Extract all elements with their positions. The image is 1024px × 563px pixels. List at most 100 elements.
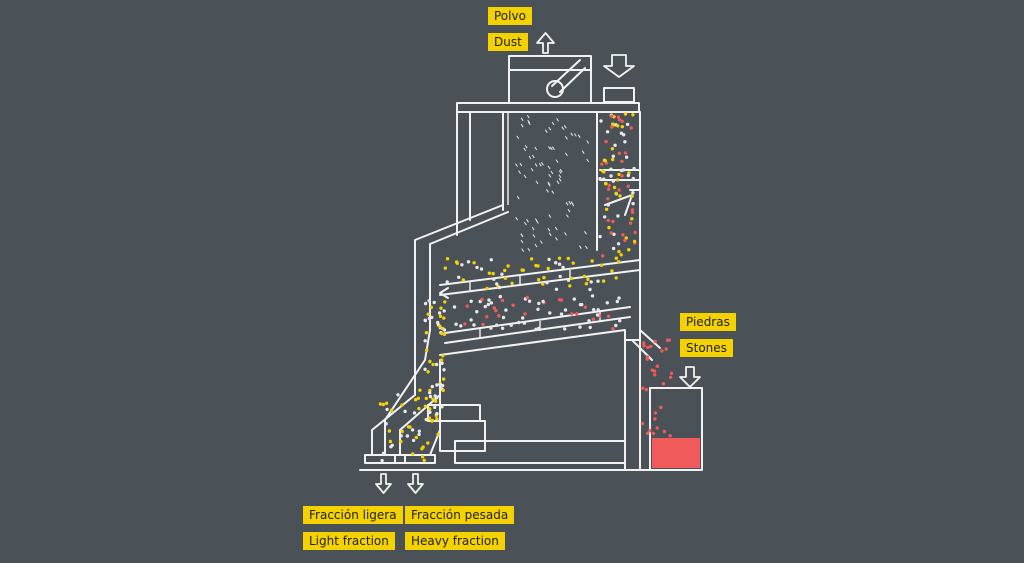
- grain-dot: [612, 232, 616, 236]
- dust-particle: [548, 232, 552, 237]
- grain-dot: [417, 406, 421, 411]
- grain-dot: [494, 308, 498, 313]
- grain-dot: [607, 183, 611, 188]
- grain-dot: [557, 262, 562, 266]
- grain-dot: [661, 382, 666, 386]
- dust-particle: [581, 150, 585, 154]
- grain-dot: [418, 388, 422, 392]
- grain-dot: [438, 382, 442, 387]
- grain-dot: [625, 122, 630, 127]
- grain-dot: [422, 458, 426, 462]
- dust-particle: [564, 152, 568, 157]
- grain-dot: [529, 257, 534, 261]
- grain-dot: [632, 239, 637, 244]
- grain-dot: [623, 140, 627, 144]
- grain-dot: [380, 458, 384, 463]
- grain-dot: [523, 312, 527, 316]
- grain-dot: [614, 276, 618, 280]
- grain-dot: [548, 311, 552, 315]
- grain-dot: [517, 320, 521, 325]
- grain-dot: [566, 278, 571, 282]
- grain-dot: [387, 429, 392, 433]
- dust-particle: [570, 201, 574, 205]
- grain-dot: [605, 130, 610, 134]
- dust-particle: [586, 158, 590, 163]
- grain-dot: [396, 393, 400, 397]
- grain-dot: [570, 312, 574, 316]
- dust-particle: [539, 240, 543, 244]
- dust-particle: [555, 159, 559, 163]
- dust-particle: [548, 126, 552, 131]
- grain-dot: [557, 256, 562, 260]
- grain-dot: [441, 377, 446, 381]
- grain-dot: [413, 398, 418, 402]
- grain-dot: [619, 131, 624, 135]
- dust-particle: [551, 190, 555, 194]
- grain-dot: [414, 435, 419, 440]
- grain-dot: [423, 339, 427, 343]
- grain-dot: [430, 419, 434, 423]
- grain-dot: [506, 264, 510, 268]
- arrow-down-icon: [407, 473, 424, 494]
- grain-dot: [668, 434, 672, 438]
- grain-particles: [378, 112, 674, 463]
- dust-particle: [561, 126, 565, 130]
- grain-dot: [400, 429, 404, 434]
- grain-dot: [610, 269, 614, 273]
- dust-particle: [570, 132, 574, 137]
- grain-dot: [631, 176, 635, 181]
- grain-dot: [607, 187, 611, 191]
- grain-dot: [645, 355, 650, 359]
- grain-dot: [611, 246, 616, 251]
- grain-dot: [609, 114, 614, 119]
- grain-dot: [606, 197, 610, 201]
- grain-dot: [511, 303, 515, 307]
- heavy-fraction-label-en: Heavy fraction: [405, 532, 505, 550]
- grain-dot: [489, 326, 493, 330]
- grain-dot: [412, 411, 417, 415]
- dust-particle: [565, 214, 569, 218]
- grain-dot: [503, 276, 508, 280]
- grain-dot: [601, 254, 605, 258]
- grain-dot: [607, 225, 611, 230]
- grain-dot: [592, 308, 596, 312]
- grain-dot: [469, 318, 473, 322]
- grain-dot: [587, 319, 591, 323]
- grain-dot: [500, 326, 505, 330]
- dust-particle: [564, 136, 568, 140]
- grain-dot: [442, 368, 446, 372]
- grain-dot: [596, 279, 600, 283]
- grain-dot: [428, 407, 432, 411]
- grain-dot: [646, 345, 650, 350]
- grain-dot: [611, 154, 615, 158]
- grain-dot: [521, 316, 525, 320]
- dust-particle: [577, 134, 581, 138]
- grain-dot: [659, 405, 663, 410]
- grain-dot: [389, 445, 393, 449]
- grain-dot: [554, 261, 558, 265]
- grain-dot: [486, 302, 490, 307]
- grain-dot: [440, 405, 444, 409]
- grain-dot: [411, 438, 416, 443]
- grain-dot: [442, 328, 447, 332]
- grain-dot: [509, 323, 513, 327]
- arrow-down-icon: [603, 54, 635, 78]
- grain-dot: [442, 309, 446, 313]
- grain-dot: [492, 306, 496, 310]
- grain-dot: [492, 277, 496, 281]
- grain-dot: [602, 177, 606, 181]
- grain-dot: [630, 194, 634, 198]
- grain-dot: [609, 174, 613, 178]
- dust-particle: [548, 174, 552, 178]
- grain-dot: [563, 327, 567, 331]
- dust-particle: [547, 183, 551, 187]
- grain-dot: [619, 253, 623, 257]
- grain-dot: [631, 191, 635, 195]
- grain-dot: [479, 267, 484, 271]
- grain-dot: [439, 358, 444, 362]
- grain-dot: [434, 399, 438, 403]
- grain-dot: [605, 301, 609, 305]
- grain-dot: [435, 417, 439, 421]
- dust-particle: [516, 135, 520, 140]
- grain-dot: [583, 305, 587, 309]
